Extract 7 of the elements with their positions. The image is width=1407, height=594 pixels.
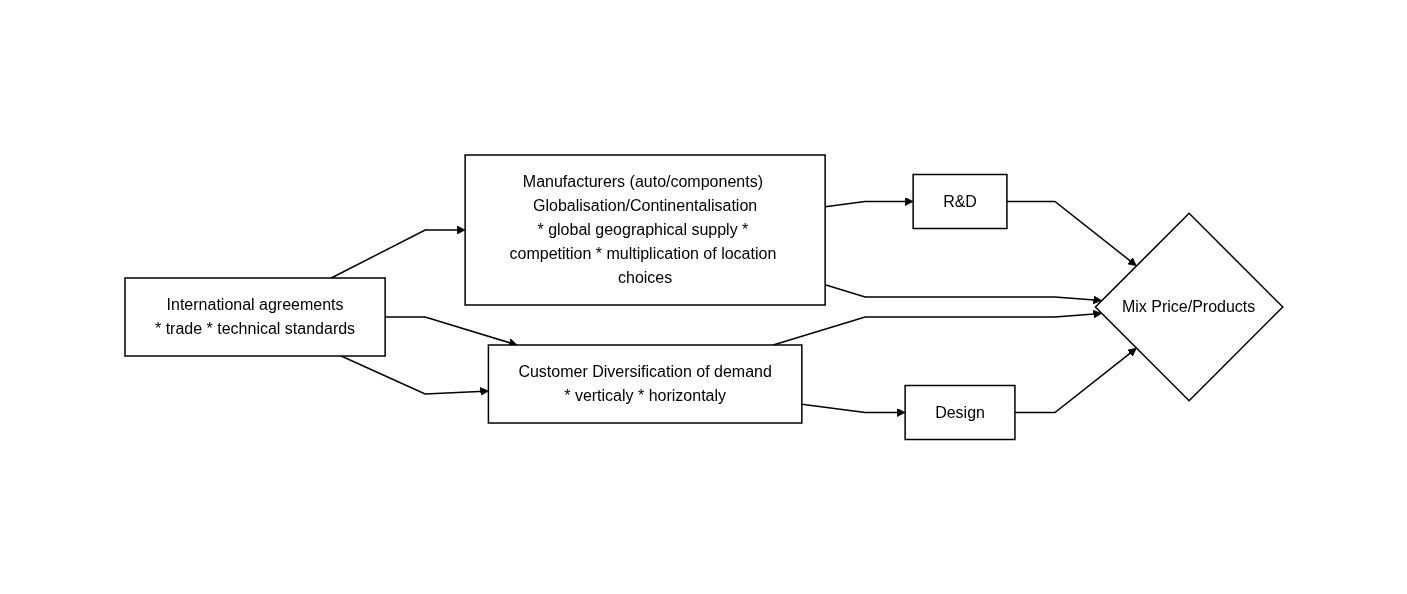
node-box: International agreements * trade * technical standards bbox=[123, 277, 386, 357]
node-diamond: Mix Price/Products bbox=[1093, 212, 1284, 402]
node-box: Customer Diversification of demand * verticaly * horizontaly bbox=[487, 344, 803, 424]
node-box: R&D bbox=[912, 173, 1008, 229]
node-box: Design bbox=[903, 384, 1016, 440]
arrow bbox=[340, 355, 489, 396]
node-box: Manufacturers (auto/components) Globalisation/Continentalisation * global geographical supply * competition * multiplication of location choices bbox=[463, 154, 826, 306]
